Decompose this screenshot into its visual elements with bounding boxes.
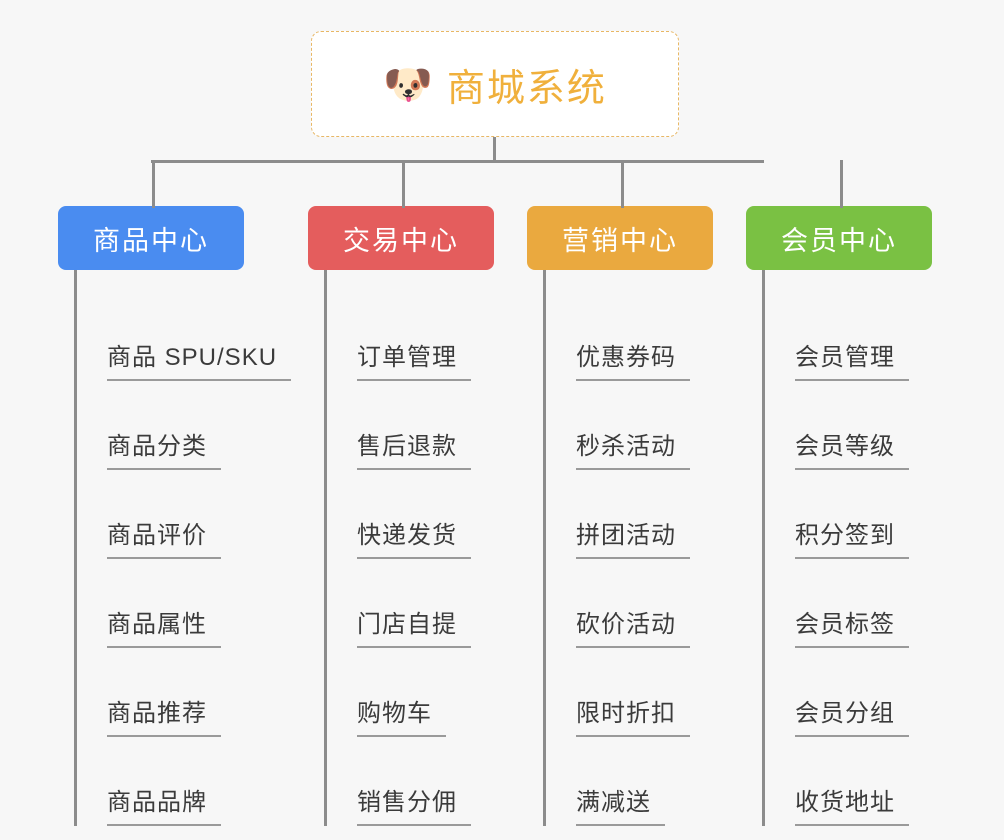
leaf-item-label: 会员标签 — [795, 604, 909, 648]
category-header-1[interactable]: 商品中心 — [58, 206, 244, 270]
leaf-item-label: 商品分类 — [107, 426, 221, 470]
leaf-item[interactable]: 会员分组 — [765, 648, 932, 737]
leaf-item-label: 拼团活动 — [576, 515, 690, 559]
leaf-item[interactable]: 商品分类 — [77, 381, 291, 470]
leaf-item[interactable]: 快递发货 — [327, 470, 494, 559]
leaf-item[interactable]: 优惠券码 — [546, 292, 713, 381]
leaf-item-label: 会员分组 — [795, 693, 909, 737]
branch-trunk-2: 订单管理售后退款快递发货门店自提购物车销售分佣 — [324, 270, 494, 826]
leaf-item[interactable]: 售后退款 — [327, 381, 494, 470]
leaf-item[interactable]: 订单管理 — [327, 292, 494, 381]
category-column-3: 营销中心优惠券码秒杀活动拼团活动砍价活动限时折扣满减送 — [527, 206, 713, 826]
leaf-item-label: 商品品牌 — [107, 782, 221, 826]
connector-drop-1 — [152, 160, 155, 208]
leaf-item[interactable]: 会员管理 — [765, 292, 932, 381]
leaf-item[interactable]: 收货地址 — [765, 737, 932, 826]
connector-root-stem — [493, 137, 496, 162]
leaf-item-label: 门店自提 — [357, 604, 471, 648]
leaf-item-label: 会员管理 — [795, 337, 909, 381]
category-column-2: 交易中心订单管理售后退款快递发货门店自提购物车销售分佣 — [308, 206, 494, 826]
connector-drop-2 — [402, 160, 405, 208]
connector-drop-3 — [621, 160, 624, 208]
leaf-item-label: 优惠券码 — [576, 337, 690, 381]
leaf-item-label: 砍价活动 — [576, 604, 690, 648]
category-header-4[interactable]: 会员中心 — [746, 206, 932, 270]
branch-trunk-3: 优惠券码秒杀活动拼团活动砍价活动限时折扣满减送 — [543, 270, 713, 826]
leaf-item[interactable]: 商品品牌 — [77, 737, 291, 826]
dog-face-icon: 🐶 — [383, 63, 433, 107]
leaf-item[interactable]: 会员标签 — [765, 559, 932, 648]
root-title: 商城系统 — [446, 67, 607, 110]
leaf-item-label: 限时折扣 — [576, 693, 690, 737]
category-header-3[interactable]: 营销中心 — [527, 206, 713, 270]
leaf-item[interactable]: 满减送 — [546, 737, 713, 826]
branch-trunk-1: 商品 SPU/SKU 商品分类商品评价商品属性商品推荐商品品牌 — [74, 270, 292, 826]
leaf-item-label: 售后退款 — [357, 426, 471, 470]
leaf-item-label: 商品推荐 — [107, 693, 221, 737]
leaf-item[interactable]: 拼团活动 — [546, 470, 713, 559]
leaf-item-label: 积分签到 — [795, 515, 909, 559]
branch-trunk-4: 会员管理会员等级积分签到会员标签会员分组收货地址 — [762, 270, 932, 826]
leaf-item-label: 满减送 — [576, 782, 665, 826]
category-column-4: 会员中心会员管理会员等级积分签到会员标签会员分组收货地址 — [746, 206, 932, 826]
connector-horizontal-bus — [151, 160, 764, 163]
leaf-item-label: 购物车 — [357, 693, 446, 737]
leaf-item[interactable]: 秒杀活动 — [546, 381, 713, 470]
root-node[interactable]: 🐶 商城系统 — [311, 31, 679, 137]
leaf-item-label: 快递发货 — [357, 515, 471, 559]
leaf-item[interactable]: 商品推荐 — [77, 648, 291, 737]
leaf-item[interactable]: 限时折扣 — [546, 648, 713, 737]
leaf-item-label: 会员等级 — [795, 426, 909, 470]
leaf-item[interactable]: 销售分佣 — [327, 737, 494, 826]
leaf-item[interactable]: 会员等级 — [765, 381, 932, 470]
category-column-1: 商品中心商品 SPU/SKU 商品分类商品评价商品属性商品推荐商品品牌 — [58, 206, 292, 826]
leaf-item[interactable]: 积分签到 — [765, 470, 932, 559]
leaf-item[interactable]: 商品评价 — [77, 470, 291, 559]
leaf-item[interactable]: 门店自提 — [327, 559, 494, 648]
connector-drop-4 — [840, 160, 843, 208]
leaf-item-label: 订单管理 — [357, 337, 471, 381]
leaf-item-label: 商品 SPU/SKU — [107, 337, 292, 381]
leaf-item-label: 收货地址 — [795, 782, 909, 826]
leaf-item[interactable]: 商品 SPU/SKU — [77, 292, 292, 381]
leaf-item-label: 商品评价 — [107, 515, 221, 559]
leaf-item[interactable]: 砍价活动 — [546, 559, 713, 648]
category-header-2[interactable]: 交易中心 — [308, 206, 494, 270]
leaf-item-label: 秒杀活动 — [576, 426, 690, 470]
leaf-item-label: 商品属性 — [107, 604, 221, 648]
leaf-item[interactable]: 购物车 — [327, 648, 494, 737]
leaf-item[interactable]: 商品属性 — [77, 559, 291, 648]
leaf-item-label: 销售分佣 — [357, 782, 471, 826]
